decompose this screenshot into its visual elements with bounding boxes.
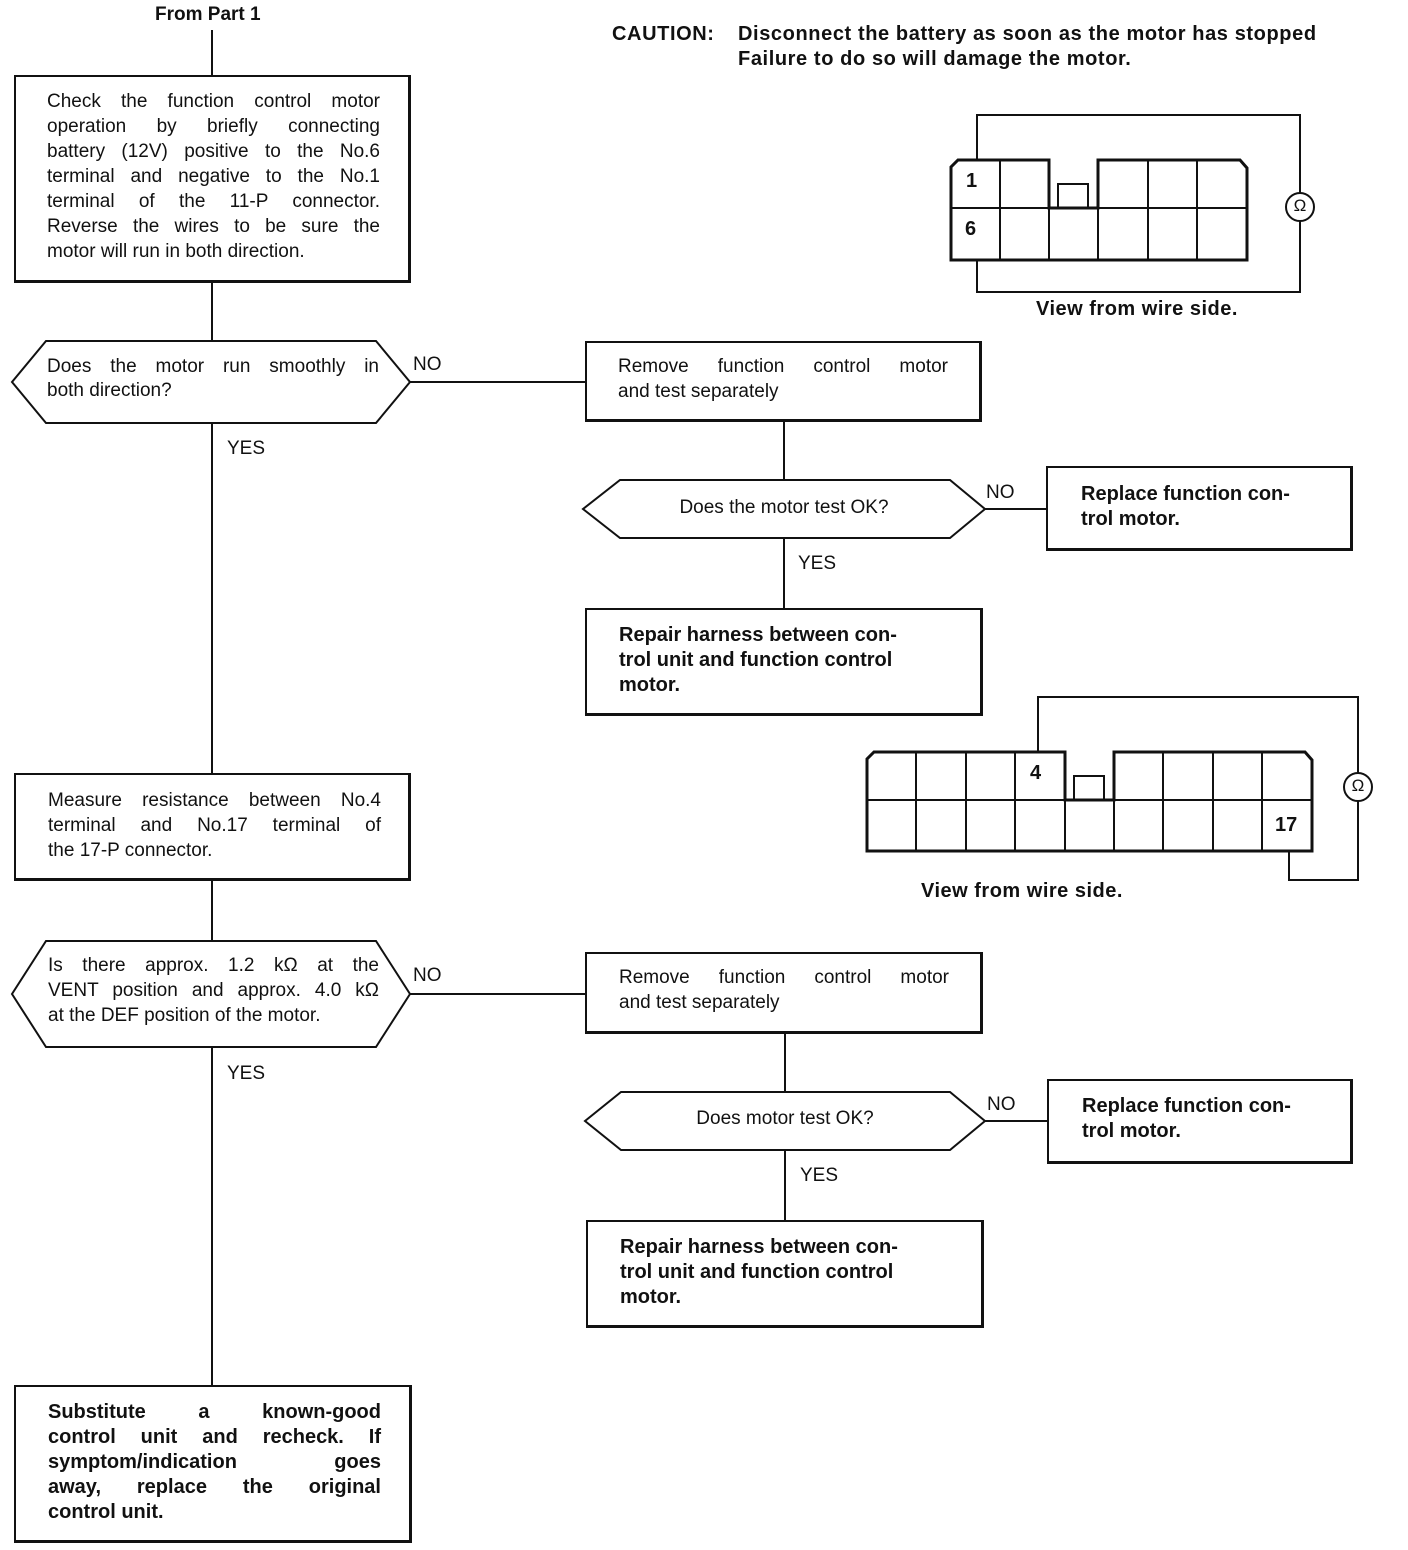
- branch-yes-label: YES: [798, 553, 837, 574]
- connector-17p-drawing: [865, 696, 1373, 881]
- step-remove-and-test-1: Remove function control motor and test s…: [585, 341, 982, 422]
- decision-resistance-line: Is there approx. 1.2 kΩ at the: [48, 955, 379, 976]
- connector-11p-pin-6: 6: [965, 218, 977, 240]
- step-text-line: Replace function con-: [1081, 483, 1290, 505]
- decision-resistance-line: at the DEF position of the motor.: [48, 1005, 321, 1026]
- decision-shape-runs-smoothly: [10, 340, 412, 424]
- step-text-line: motor will run in both direction.: [47, 241, 305, 262]
- step-text-line: away, replace the original: [48, 1476, 381, 1498]
- branch-no-label: NO: [413, 354, 442, 375]
- step-text-line: and test separately: [618, 381, 779, 402]
- decision-shape-test-ok-1: [581, 479, 987, 539]
- step-text-line: Substitute a known-good: [48, 1401, 381, 1423]
- step-text-line: trol unit and function control: [620, 1261, 894, 1283]
- step-text-line: Remove function control motor: [618, 356, 948, 377]
- step-text-line: motor.: [619, 674, 681, 696]
- step-text-line: terminal of the 11-P connector.: [47, 191, 380, 212]
- step-text-line: terminal and No.17 terminal of: [48, 815, 381, 836]
- step-text-line: operation by briefly connecting: [47, 116, 380, 137]
- connector-17p-caption: View from wire side.: [921, 880, 1123, 902]
- step-text-line: motor.: [620, 1286, 682, 1308]
- step-text-line: Reverse the wires to be sure the: [47, 216, 380, 237]
- decision-shape-resistance: [10, 940, 412, 1048]
- decision-runs-smoothly-line: both direction?: [47, 380, 172, 401]
- connector-11p-caption: View from wire side.: [1036, 298, 1238, 320]
- caution-line-1: Disconnect the battery as soon as the mo…: [738, 23, 1317, 45]
- branch-yes-label: YES: [227, 438, 266, 459]
- step-text-line: the 17-P connector.: [48, 840, 213, 861]
- step-replace-motor-1: Replace function con- trol motor.: [1046, 466, 1353, 551]
- caution-line-2: Failure to do so will damage the motor.: [738, 48, 1132, 70]
- step-text-line: Repair harness between con-: [619, 624, 897, 646]
- step-text-line: and test separately: [619, 992, 780, 1013]
- step-text-line: trol motor.: [1082, 1120, 1181, 1142]
- step-check-motor-operation: Check the function control motor operati…: [14, 75, 411, 283]
- step-remove-and-test-2: Remove function control motor and test s…: [585, 952, 983, 1034]
- branch-no-label: NO: [986, 482, 1015, 503]
- step-text-line: symptom/indication goes: [48, 1451, 381, 1473]
- branch-no-label: NO: [413, 965, 442, 986]
- branch-yes-label: YES: [800, 1165, 839, 1186]
- step-replace-motor-2: Replace function con- trol motor.: [1047, 1079, 1353, 1164]
- step-text-line: Repair harness between con-: [620, 1236, 898, 1258]
- step-text-line: control unit.: [48, 1501, 164, 1523]
- step-repair-harness-2: Repair harness between con- trol unit an…: [586, 1220, 984, 1328]
- decision-test-ok-2-text: Does motor test OK?: [696, 1108, 874, 1129]
- step-text-line: Check the function control motor: [47, 91, 380, 112]
- step-text-line: control unit and recheck. If: [48, 1426, 381, 1448]
- branch-no-label: NO: [987, 1094, 1016, 1115]
- decision-shape-test-ok-2: [583, 1091, 987, 1151]
- ohmmeter-symbol: [1285, 192, 1315, 222]
- step-repair-harness-1: Repair harness between con- trol unit an…: [585, 608, 983, 716]
- branch-yes-label: YES: [227, 1063, 266, 1084]
- step-text-line: Replace function con-: [1082, 1095, 1291, 1117]
- from-part-label: From Part 1: [155, 4, 261, 25]
- step-text-line: terminal and negative to the No.1: [47, 166, 380, 187]
- connector-17p-pin-17: 17: [1275, 814, 1298, 836]
- connector-11p-pin-1: 1: [966, 170, 978, 192]
- connector-11p-drawing: [949, 114, 1315, 293]
- ohmmeter-symbol-label: Ω: [1351, 776, 1365, 795]
- step-text-line: battery (12V) positive to the No.6: [47, 141, 380, 162]
- decision-test-ok-1-text: Does the motor test OK?: [679, 497, 889, 518]
- ohmmeter-symbol-label: Ω: [1293, 196, 1307, 215]
- step-text-line: Remove function control motor: [619, 967, 949, 988]
- step-substitute-control-unit: Substitute a known-good control unit and…: [14, 1385, 412, 1543]
- connector-17p-pin-4: 4: [1030, 762, 1042, 784]
- ohmmeter-symbol: [1343, 772, 1373, 802]
- decision-resistance-line: VENT position and approx. 4.0 kΩ: [48, 980, 379, 1001]
- decision-runs-smoothly-line: Does the motor run smoothly in: [47, 356, 379, 377]
- caution-prefix: CAUTION:: [612, 23, 715, 45]
- step-text-line: trol unit and function control: [619, 649, 893, 671]
- step-text-line: Measure resistance between No.4: [48, 790, 381, 811]
- step-text-line: trol motor.: [1081, 508, 1180, 530]
- step-measure-resistance: Measure resistance between No.4 terminal…: [14, 773, 411, 881]
